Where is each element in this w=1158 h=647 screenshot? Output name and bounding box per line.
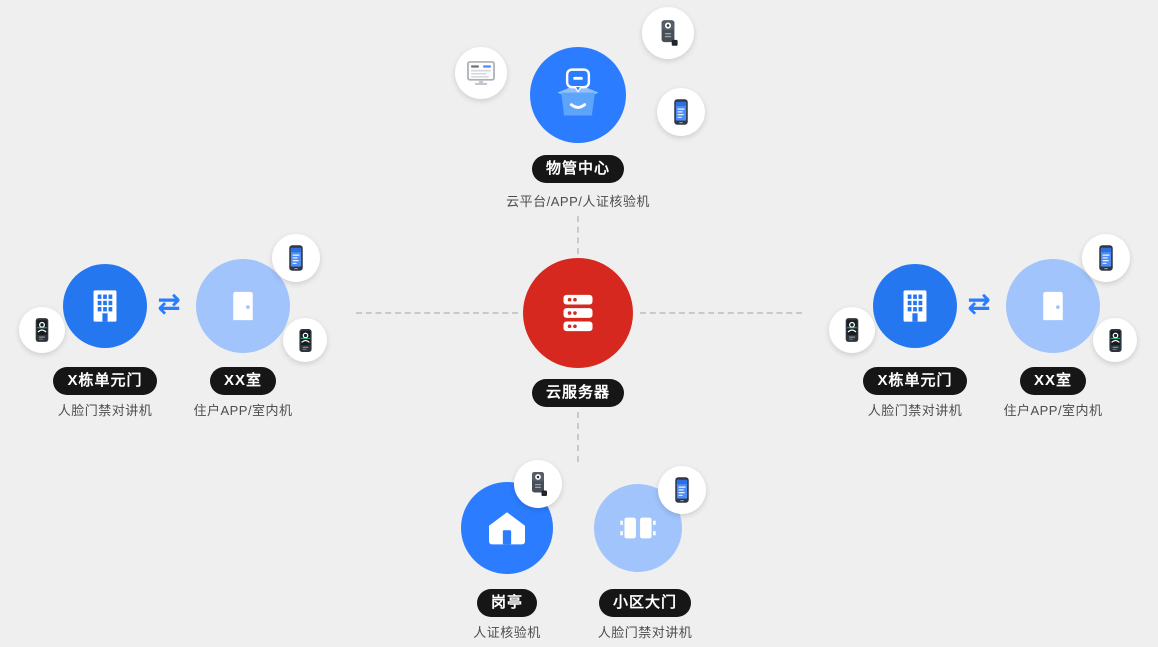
gate-phone-satellite bbox=[658, 466, 706, 514]
cloud-platform-box-icon bbox=[549, 66, 607, 124]
room-subtitle-left: 住户APP/室内机 bbox=[193, 403, 293, 418]
face-terminal-icon bbox=[28, 316, 56, 344]
property-center-circle bbox=[530, 47, 626, 143]
dashed-connector-right bbox=[640, 312, 802, 314]
monitor-icon bbox=[464, 56, 498, 90]
top-phone-satellite bbox=[657, 88, 705, 136]
room-circle-right bbox=[1006, 259, 1100, 353]
indoor-monitor-icon bbox=[1102, 327, 1129, 354]
house-icon bbox=[480, 501, 534, 555]
phone-satellite-right bbox=[1082, 234, 1130, 282]
property-center-label: 物管中心 bbox=[531, 155, 624, 183]
face-terminal-satellite-right bbox=[829, 307, 875, 353]
unit-door-label-row-left: X栋单元门 bbox=[25, 367, 185, 395]
guard-booth-label-row: 岗亭 bbox=[457, 589, 557, 617]
exchange-arrows-left: ⇄ bbox=[157, 288, 181, 319]
building-icon bbox=[890, 281, 940, 331]
cloud-server-label-row: 云服务器 bbox=[508, 379, 648, 407]
gate-label-row: 小区大门 bbox=[585, 589, 705, 617]
dashed-connector-bottom bbox=[577, 412, 579, 462]
unit-door-circle-right bbox=[873, 264, 957, 348]
phone-app-icon bbox=[1091, 243, 1121, 273]
guard-booth-subtitle: 人证核验机 bbox=[473, 625, 541, 640]
unit-door-label-row-right: X栋单元门 bbox=[835, 367, 995, 395]
door-icon bbox=[217, 280, 269, 332]
monitor-satellite bbox=[455, 47, 507, 99]
cloud-server-circle bbox=[523, 258, 633, 368]
indoor-monitor-satellite-left bbox=[283, 318, 327, 362]
guard-booth-label: 岗亭 bbox=[476, 589, 537, 617]
room-label-row-left: XX室 bbox=[193, 367, 293, 395]
unit-door-label-left: X栋单元门 bbox=[53, 367, 157, 395]
door-icon bbox=[1027, 280, 1079, 332]
access-device-icon bbox=[652, 17, 684, 49]
unit-door-subtitle-left: 人脸门禁对讲机 bbox=[57, 403, 153, 418]
property-center-label-row: 物管中心 bbox=[498, 155, 658, 183]
exchange-arrows-right: ⇄ bbox=[967, 288, 991, 319]
phone-app-icon bbox=[667, 475, 697, 505]
indoor-monitor-satellite-right bbox=[1093, 318, 1137, 362]
phone-satellite-left bbox=[272, 234, 320, 282]
top-access-device-satellite bbox=[642, 7, 694, 59]
room-circle-left bbox=[196, 259, 290, 353]
indoor-monitor-icon bbox=[292, 327, 319, 354]
booth-access-device-satellite bbox=[514, 460, 562, 508]
gate-label: 小区大门 bbox=[598, 589, 691, 617]
unit-door-circle-left bbox=[63, 264, 147, 348]
building-icon bbox=[80, 281, 130, 331]
server-icon bbox=[549, 284, 607, 342]
dashed-connector-left bbox=[356, 312, 518, 314]
property-center-subtitle: 云平台/APP/人证核验机 bbox=[506, 194, 650, 209]
access-device-icon bbox=[523, 469, 553, 499]
face-terminal-icon bbox=[838, 316, 866, 344]
unit-door-label-right: X栋单元门 bbox=[863, 367, 967, 395]
phone-app-icon bbox=[281, 243, 311, 273]
cloud-server-label: 云服务器 bbox=[531, 379, 624, 407]
room-label-left: XX室 bbox=[209, 367, 276, 395]
unit-door-subtitle-right: 人脸门禁对讲机 bbox=[867, 403, 963, 418]
room-label-row-right: XX室 bbox=[1003, 367, 1103, 395]
gate-subtitle: 人脸门禁对讲机 bbox=[597, 625, 693, 640]
phone-app-icon bbox=[666, 97, 696, 127]
gate-icon bbox=[613, 503, 663, 553]
face-terminal-satellite-left bbox=[19, 307, 65, 353]
room-label-right: XX室 bbox=[1019, 367, 1086, 395]
dashed-connector-top bbox=[577, 216, 579, 254]
room-subtitle-right: 住户APP/室内机 bbox=[1003, 403, 1103, 418]
